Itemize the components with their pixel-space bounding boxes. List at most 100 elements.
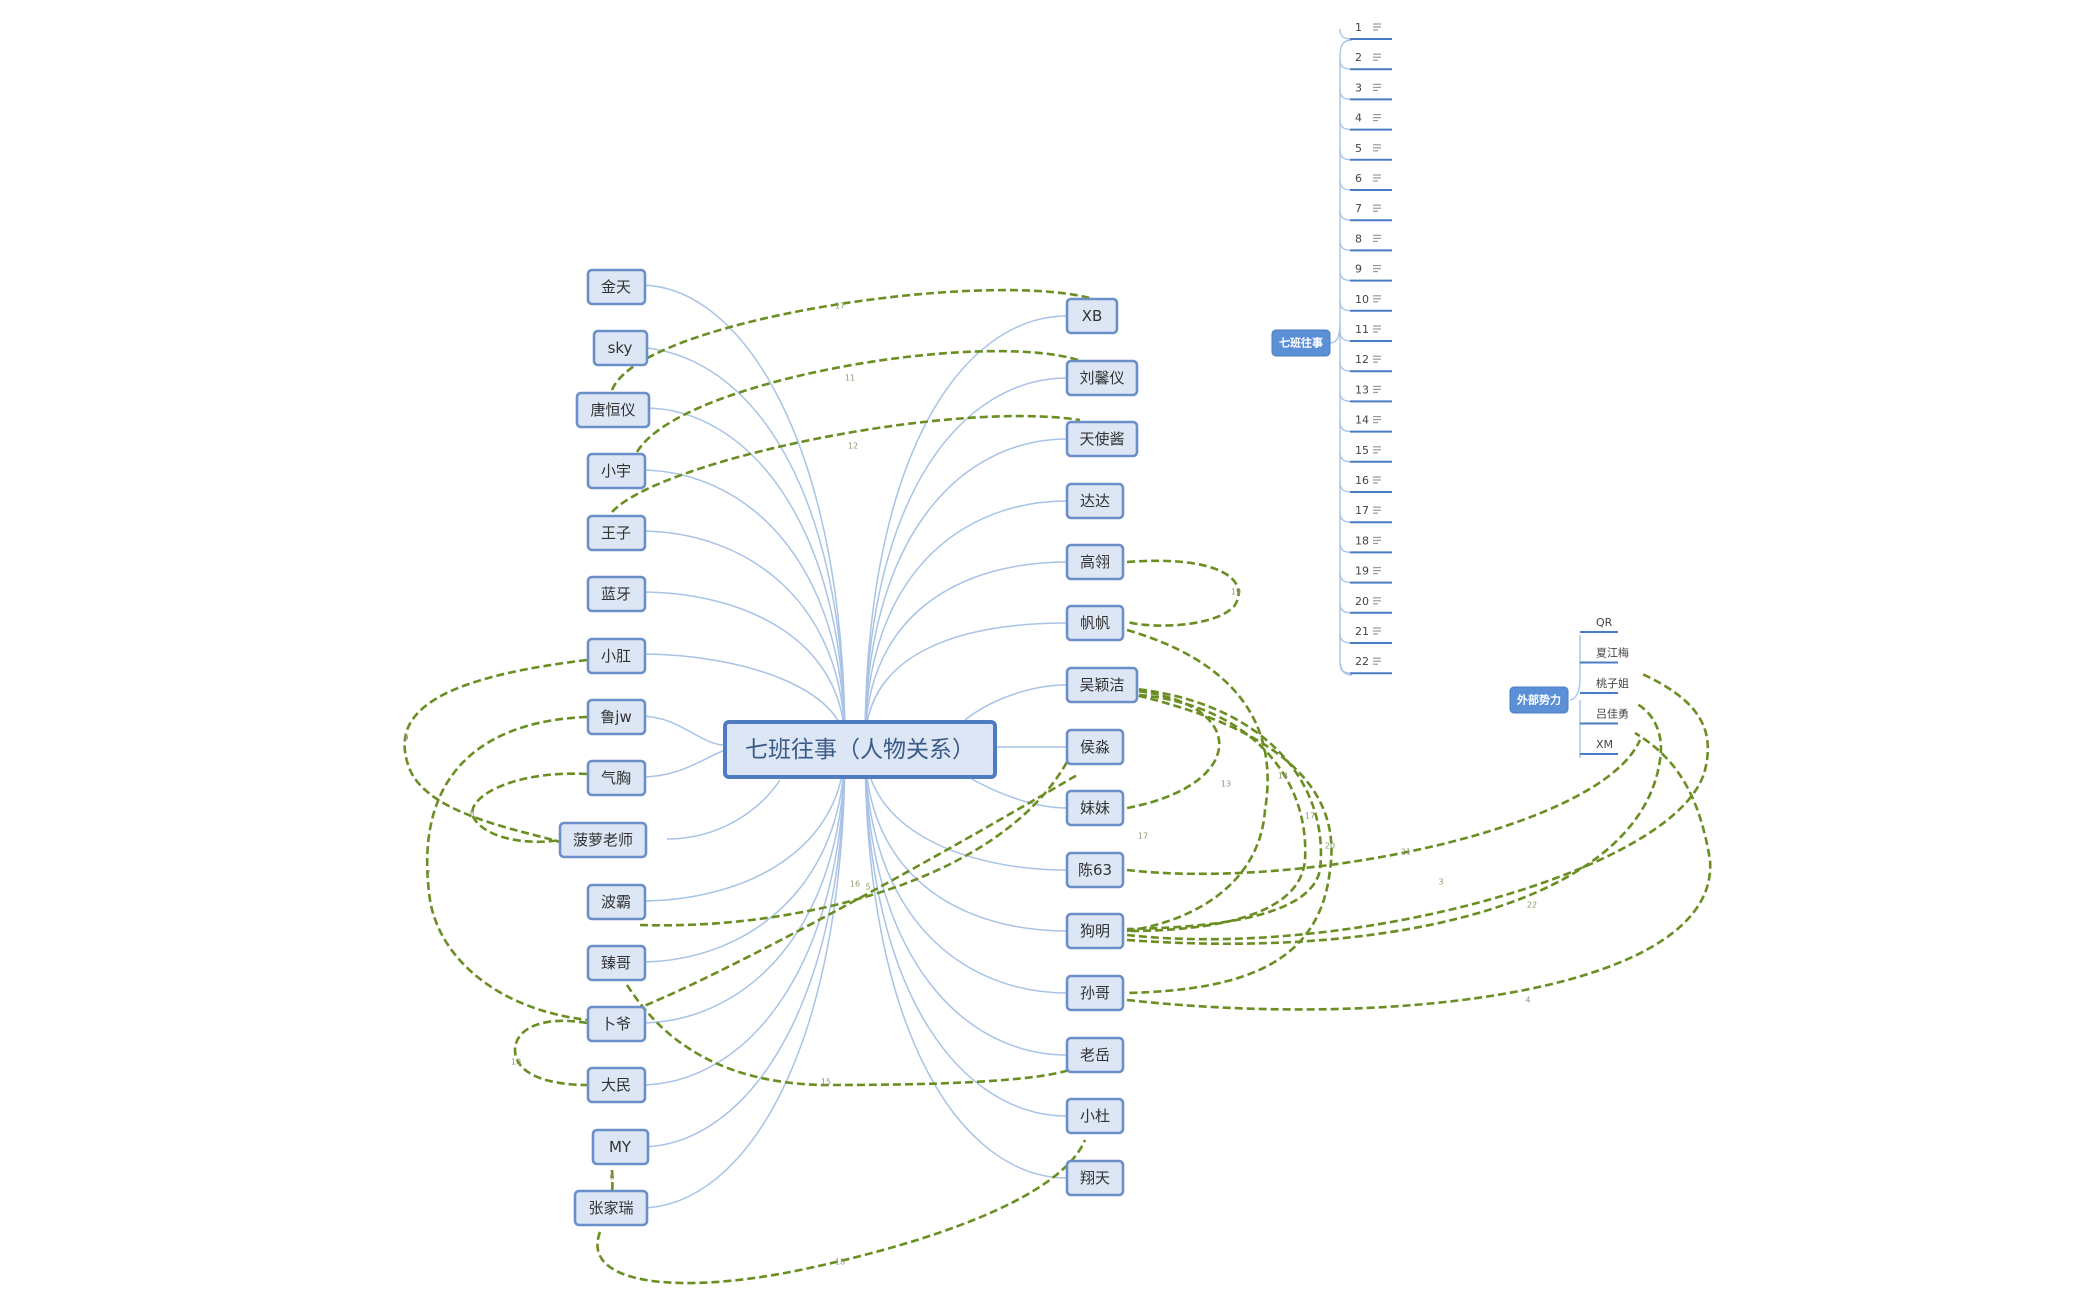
note-icon[interactable]: [1373, 355, 1381, 363]
branch-line: [639, 284, 846, 746]
external-topic-box[interactable]: 外部势力: [1509, 686, 1569, 714]
note-icon[interactable]: [1373, 627, 1381, 635]
relationship-line: [513, 1019, 588, 1087]
note-icon[interactable]: [1373, 657, 1381, 665]
note-icon[interactable]: [1373, 325, 1381, 333]
note-icon[interactable]: [1373, 385, 1381, 393]
person-node[interactable]: 陈63: [1065, 851, 1125, 889]
note-icon[interactable]: [1373, 416, 1381, 424]
person-node[interactable]: 孙哥: [1065, 974, 1125, 1012]
event-item[interactable]: 2: [1339, 51, 1392, 71]
central-topic[interactable]: 七班往事（人物关系）: [723, 720, 997, 779]
event-item[interactable]: 3: [1339, 81, 1392, 101]
relation-label: 20: [1325, 842, 1335, 851]
external-item[interactable]: 夏江梅: [1580, 646, 1629, 664]
person-node[interactable]: 小杜: [1065, 1097, 1125, 1135]
external-item[interactable]: QR: [1580, 616, 1618, 633]
event-item[interactable]: 21: [1339, 625, 1392, 644]
event-connector: [1339, 451, 1353, 463]
note-icon[interactable]: [1373, 174, 1381, 182]
external-item[interactable]: XM: [1580, 738, 1618, 755]
person-node[interactable]: 卜爷: [586, 1005, 647, 1043]
event-item[interactable]: 18: [1339, 534, 1392, 554]
event-item[interactable]: 10: [1339, 293, 1392, 312]
person-node[interactable]: 小肛: [586, 637, 647, 675]
event-item[interactable]: 13: [1339, 383, 1392, 403]
person-node[interactable]: 天使酱: [1065, 420, 1139, 458]
person-node[interactable]: 臻哥: [586, 944, 647, 982]
note-icon[interactable]: [1373, 536, 1381, 545]
note-icon[interactable]: [1373, 23, 1381, 31]
event-item[interactable]: 14: [1339, 414, 1392, 433]
note-icon[interactable]: [1373, 53, 1381, 61]
person-label: 蓝牙: [601, 585, 631, 603]
central-topic-label: 七班往事（人物关系）: [745, 737, 975, 763]
person-node[interactable]: 达达: [1065, 482, 1125, 520]
note-icon[interactable]: [1373, 476, 1381, 484]
event-item[interactable]: 6: [1339, 172, 1392, 191]
person-node[interactable]: 翔天: [1065, 1159, 1125, 1197]
person-label: 天使酱: [1079, 430, 1124, 448]
event-item[interactable]: 19: [1339, 565, 1392, 584]
person-node[interactable]: XB: [1065, 297, 1119, 335]
event-connector: [1339, 542, 1353, 554]
note-icon[interactable]: [1373, 446, 1381, 454]
branch-line: [864, 561, 1068, 746]
person-node[interactable]: MY: [591, 1128, 650, 1166]
note-icon[interactable]: [1373, 265, 1381, 273]
events-topic-box[interactable]: 七班往事: [1271, 329, 1331, 357]
event-item[interactable]: 20: [1339, 595, 1392, 614]
event-item[interactable]: 15: [1339, 444, 1392, 463]
event-item[interactable]: 17: [1339, 504, 1392, 524]
event-item[interactable]: 7: [1339, 202, 1392, 222]
person-node[interactable]: 高翎: [1065, 543, 1125, 581]
person-node[interactable]: 妹妹: [1065, 789, 1125, 827]
event-label: 10: [1355, 293, 1369, 306]
person-node[interactable]: 菠萝老师: [558, 821, 648, 859]
event-item[interactable]: 22: [1339, 655, 1392, 675]
event-item[interactable]: 8: [1339, 232, 1392, 252]
person-node[interactable]: 大民: [586, 1066, 647, 1104]
branch-line: [864, 744, 1068, 994]
person-node[interactable]: 吴颖洁: [1065, 666, 1139, 704]
note-icon[interactable]: [1373, 234, 1381, 242]
person-node[interactable]: 蓝牙: [586, 575, 647, 613]
person-node[interactable]: 唐恒仪: [575, 391, 651, 429]
note-icon[interactable]: [1373, 506, 1381, 514]
event-item[interactable]: 5: [1339, 142, 1392, 161]
external-item[interactable]: 吕佳勇: [1580, 707, 1629, 725]
event-label: 20: [1355, 595, 1369, 608]
person-node[interactable]: 气胸: [586, 759, 647, 797]
person-node[interactable]: 金天: [586, 268, 647, 306]
note-icon[interactable]: [1373, 295, 1381, 303]
note-icon[interactable]: [1373, 83, 1381, 92]
person-node[interactable]: 波霸: [586, 883, 647, 921]
person-label: 鲁jw: [600, 708, 631, 726]
event-item[interactable]: 1: [1339, 21, 1392, 40]
person-node[interactable]: 王子: [586, 514, 647, 552]
note-icon[interactable]: [1373, 113, 1381, 122]
person-node[interactable]: 张家瑞: [573, 1189, 649, 1227]
event-item[interactable]: 12: [1339, 353, 1392, 373]
note-icon[interactable]: [1373, 144, 1381, 152]
note-icon[interactable]: [1373, 204, 1381, 212]
person-node[interactable]: 老岳: [1065, 1036, 1125, 1074]
person-node[interactable]: 帆帆: [1065, 604, 1125, 642]
external-item[interactable]: 桃子姐: [1580, 676, 1629, 694]
note-icon[interactable]: [1373, 566, 1381, 575]
person-node[interactable]: 侯淼: [1065, 728, 1125, 766]
person-node[interactable]: sky: [592, 329, 649, 367]
relationship-line: [1126, 701, 1663, 946]
event-item[interactable]: 9: [1339, 263, 1392, 282]
person-node[interactable]: 小宇: [586, 452, 647, 490]
relation-label: 12: [848, 442, 858, 451]
event-item[interactable]: 11: [1339, 323, 1392, 342]
person-node[interactable]: 狗明: [1065, 912, 1125, 950]
person-label: 陈63: [1078, 861, 1112, 879]
person-node[interactable]: 刘馨仪: [1065, 359, 1139, 397]
event-item[interactable]: 16: [1339, 474, 1392, 493]
event-item[interactable]: 4: [1339, 112, 1392, 131]
note-icon[interactable]: [1373, 597, 1381, 605]
person-node[interactable]: 鲁jw: [586, 698, 647, 736]
